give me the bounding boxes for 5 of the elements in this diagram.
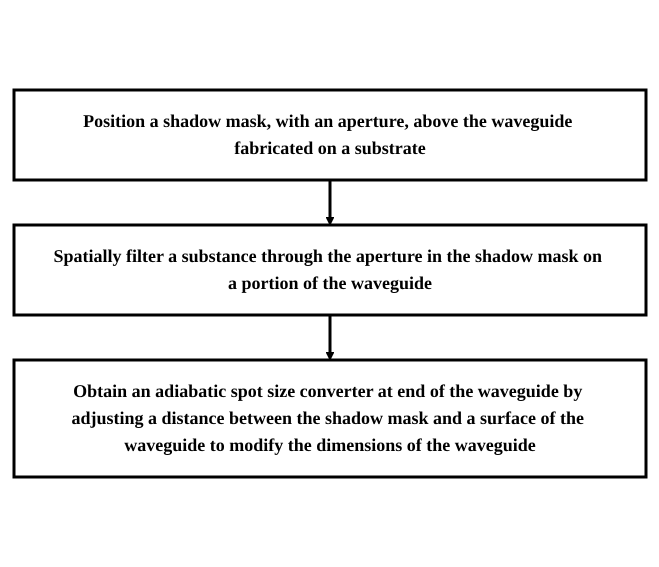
node-box: Spatially filter a substance through the aperture in the shadow mask on a portion of the waveguide (12, 224, 647, 316)
node-box: Obtain an adiabatic spot size converter at end of the waveguide by adjusting a distance between the shadow mask and a surface of the waveguide to modify the dimensions of the waveguide (12, 358, 647, 478)
arrow (325, 180, 334, 226)
arrow (325, 315, 334, 360)
node-box: Position a shadow mask, with an aperture, above the waveguide fabricated on a substrate (12, 88, 647, 182)
